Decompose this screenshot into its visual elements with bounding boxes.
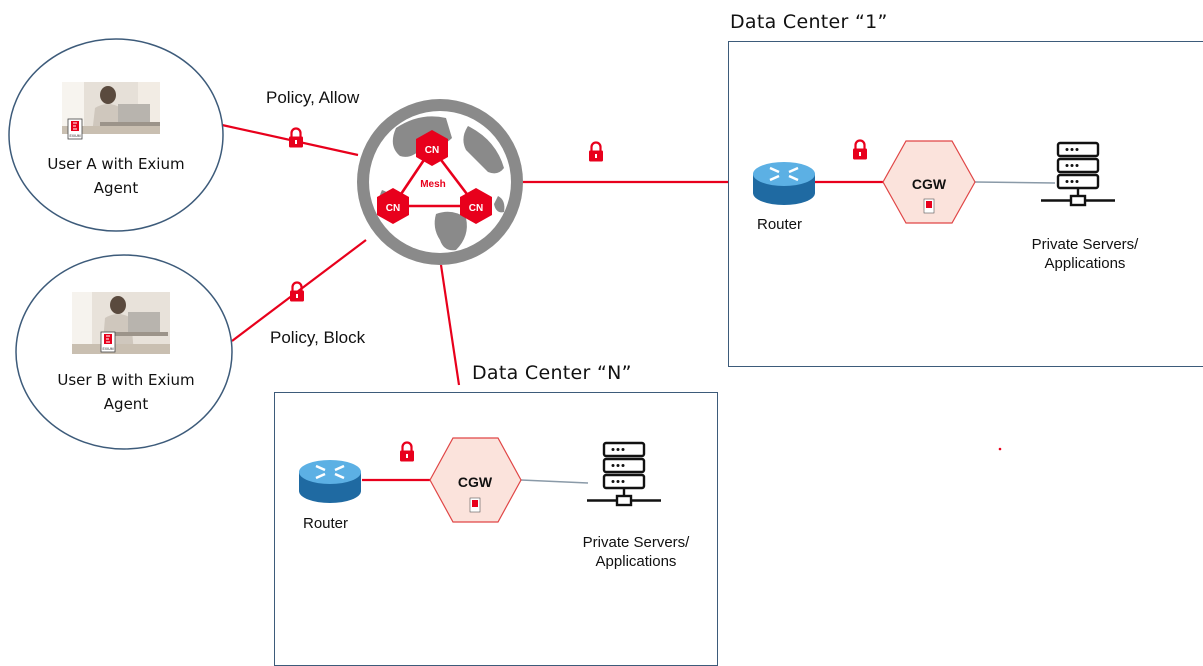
cgw-label: CGW [458,474,493,490]
lock-icon [287,127,305,149]
cn-node-top [416,130,448,166]
cgw-node: CGW [882,140,976,224]
cn-node-left [377,188,409,224]
lock-icon [587,141,605,163]
router-icon [299,460,361,503]
link-cgw-servers-dcn [520,479,589,484]
servers-label: Private Servers/ Applications [571,533,701,571]
user-a-node: EXIUM [8,38,224,232]
exium-logo-text: EXIUM [102,347,113,351]
data-center-1-box [728,41,1203,367]
router-label: Router [303,515,349,532]
user-b-label-line1: User B with Exium [57,371,195,389]
cgw-label: CGW [912,176,947,192]
servers-label: Private Servers/ Applications [1025,235,1145,273]
cn-label: CN [469,203,483,214]
lock-icon [288,281,306,303]
exium-logo: EXIUM [67,118,83,140]
user-b-label: User B with Exium Agent [41,368,211,416]
user-a-label-line2: Agent [93,179,139,197]
cgw-node: CGW [429,437,522,523]
lock-icon [851,139,869,161]
cn-label: CN [425,145,439,156]
exium-logo-text: EXIUM [69,134,80,138]
exium-logo: EXIUM [100,331,116,353]
dot-mark [998,447,1002,451]
link-mesh-dcn [439,264,461,386]
servers-label-line2: Applications [595,553,677,570]
user-b-photo [72,292,170,354]
user-b-label-line2: Agent [103,395,149,413]
data-center-1-title: Data Center “1” [730,11,888,33]
lock-icon [398,441,416,463]
data-center-n-title: Data Center “N” [472,362,632,384]
user-a-label: User A with Exium Agent [31,152,201,200]
policy-allow-label: Policy, Allow [266,88,360,107]
servers-label-line1: Private Servers/ [582,534,690,551]
server-icon [1039,141,1117,207]
router-label: Router [757,216,803,233]
server-icon [585,441,663,507]
cn-node-right [460,188,492,224]
user-b-node: EXIUM [15,254,233,450]
router-icon [753,162,815,205]
link-cgw-servers-dc1 [974,181,1056,184]
user-a-label-line1: User A with Exium [47,155,185,173]
mesh-label: Mesh [420,179,446,190]
policy-block-label: Policy, Block [270,328,366,347]
globe-mesh: CN CN CN Mesh [357,99,523,265]
cn-label: CN [386,203,400,214]
servers-label-line1: Private Servers/ [1031,236,1139,253]
servers-label-line2: Applications [1044,255,1126,272]
